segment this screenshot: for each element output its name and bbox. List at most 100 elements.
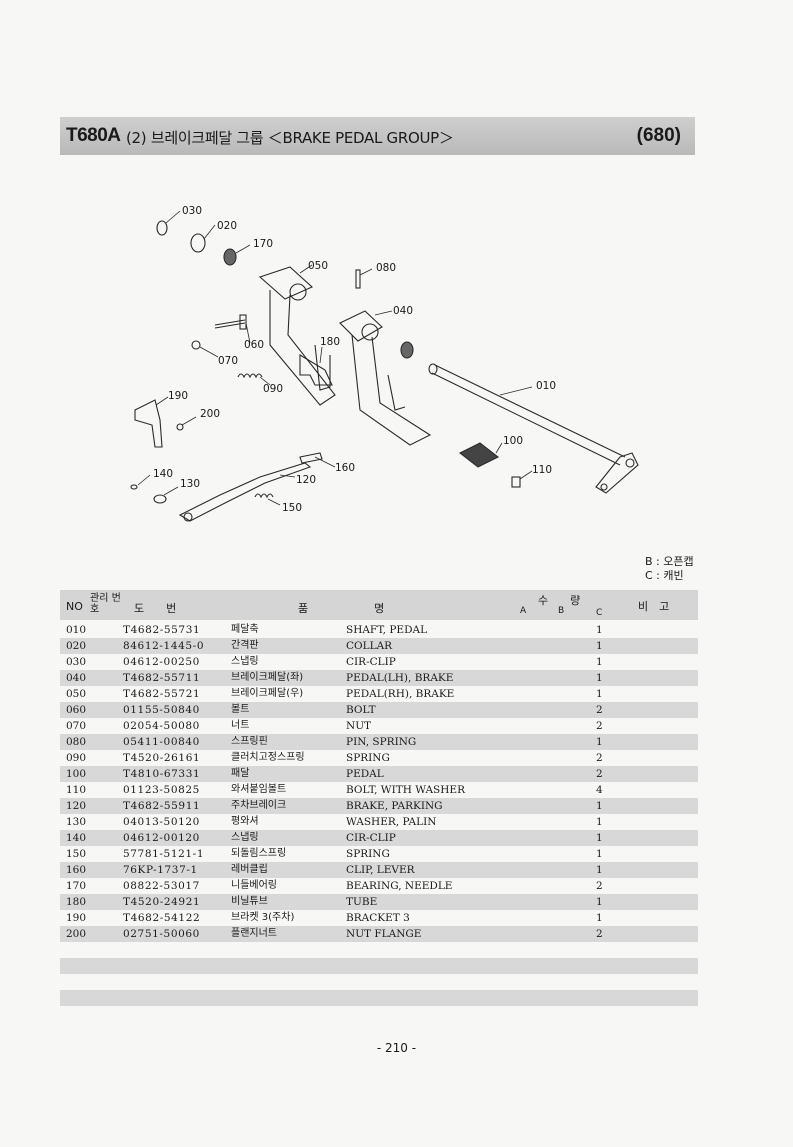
quantity-c: 1: [596, 640, 603, 652]
part-name-korean: 브라켓 3(주차): [231, 912, 295, 923]
callout-130: 130: [180, 478, 200, 490]
quantity-c: 1: [596, 912, 603, 924]
header-qty-b: B: [558, 606, 565, 616]
part-name-english: SHAFT, PEDAL: [346, 624, 428, 636]
pedal-050-hub: [258, 266, 313, 300]
pedal-050-arm: [269, 290, 336, 406]
part-number: T4520-26161: [123, 752, 201, 764]
quantity-c: 2: [596, 768, 603, 780]
spring-150-shape: [254, 493, 274, 499]
quantity-c: 1: [596, 688, 603, 700]
circlip-030-shape: [156, 220, 168, 236]
parking-brake-120-shape: [178, 462, 312, 522]
row-no: 010: [66, 624, 87, 636]
part-name-english: PEDAL(RH), BRAKE: [346, 688, 455, 700]
empty-row: [60, 974, 698, 990]
part-name-english: BRAKE, PARKING: [346, 800, 443, 812]
part-number: 76KP-1737-1: [123, 864, 198, 876]
callout-030: 030: [182, 205, 202, 217]
part-number: T4682-55721: [123, 688, 201, 700]
part-name-korean: 브레이크페달(좌): [231, 672, 304, 683]
bearing-170-shape: [223, 248, 237, 266]
header-qty-a: A: [520, 606, 527, 616]
row-no: 110: [66, 784, 87, 796]
quantity-c: 1: [596, 656, 603, 668]
row-no: 030: [66, 656, 87, 668]
row-no: 170: [66, 880, 87, 892]
exploded-parts-diagram: 030 020 170 050 080 040 060 180 070 090 …: [130, 205, 639, 522]
part-name-korean: 브레이크페달(우): [231, 688, 304, 699]
part-number: 57781-5121-1: [123, 848, 205, 860]
shaft-010-shape: [431, 364, 626, 466]
row-no: 060: [66, 704, 87, 716]
quantity-c: 2: [596, 720, 603, 732]
header-quantity: 수 량: [538, 594, 581, 607]
quantity-c: 1: [596, 624, 603, 636]
part-name-english: NUT: [346, 720, 372, 732]
row-no: 190: [66, 912, 87, 924]
page-number: - 210 -: [376, 1041, 417, 1055]
row-no: 130: [66, 816, 87, 828]
quantity-c: 1: [596, 800, 603, 812]
quantity-c: 1: [596, 672, 603, 684]
row-no: 020: [66, 640, 87, 652]
header-part-name: 품 명: [298, 602, 385, 615]
empty-row: [60, 942, 698, 958]
part-name-english: PEDAL(LH), BRAKE: [346, 672, 454, 684]
part-name-english: SPRING: [346, 752, 390, 764]
quantity-c: 1: [596, 832, 603, 844]
quantity-c: 2: [596, 880, 603, 892]
spring-090-shape: [237, 373, 263, 379]
lever-clip-160-shape: [299, 452, 323, 464]
part-number: T4520-24921: [123, 896, 201, 908]
row-no: 200: [66, 928, 87, 940]
bolt-110-shape: [511, 476, 521, 488]
washer-130-shape: [153, 494, 167, 504]
part-number: 84612-1445-0: [123, 640, 205, 652]
row-no: 040: [66, 672, 87, 684]
callout-120: 120: [296, 474, 316, 486]
empty-row: [60, 958, 698, 974]
part-name-korean: 너트: [231, 720, 250, 731]
part-number: 01123-50825: [123, 784, 200, 796]
row-no: 070: [66, 720, 87, 732]
part-number: 02751-50060: [123, 928, 200, 940]
part-number: 01155-50840: [123, 704, 200, 716]
callout-180: 180: [320, 336, 340, 348]
row-no: 100: [66, 768, 87, 780]
part-number: T4682-55731: [123, 624, 201, 636]
callout-040: 040: [393, 305, 413, 317]
part-name-korean: 레버클립: [231, 864, 268, 875]
callout-140: 140: [153, 468, 173, 480]
quantity-c: 4: [596, 784, 603, 796]
row-no: 140: [66, 832, 87, 844]
part-number: 05411-00840: [123, 736, 200, 748]
model-code: T680A: [66, 125, 121, 146]
quantity-c: 1: [596, 736, 603, 748]
part-name-english: BOLT: [346, 704, 376, 716]
section-header: T680A (2) 브레이크페달 그룹 ＜BRAKE PEDAL GROUP＞ …: [60, 117, 695, 155]
quantity-c: 2: [596, 704, 603, 716]
callout-050: 050: [308, 260, 328, 272]
quantity-c: 2: [596, 752, 603, 764]
part-number: T4682-55911: [123, 800, 201, 812]
part-name-korean: 스프링핀: [231, 736, 268, 747]
nut-070-shape: [191, 340, 201, 350]
callout-200: 200: [200, 408, 220, 420]
page-reference: (680): [636, 125, 681, 146]
part-name-english: CIR-CLIP: [346, 656, 396, 668]
quantity-c: 2: [596, 928, 603, 940]
part-name-english: CIR-CLIP: [346, 832, 396, 844]
part-name-english: PIN, SPRING: [346, 736, 417, 748]
